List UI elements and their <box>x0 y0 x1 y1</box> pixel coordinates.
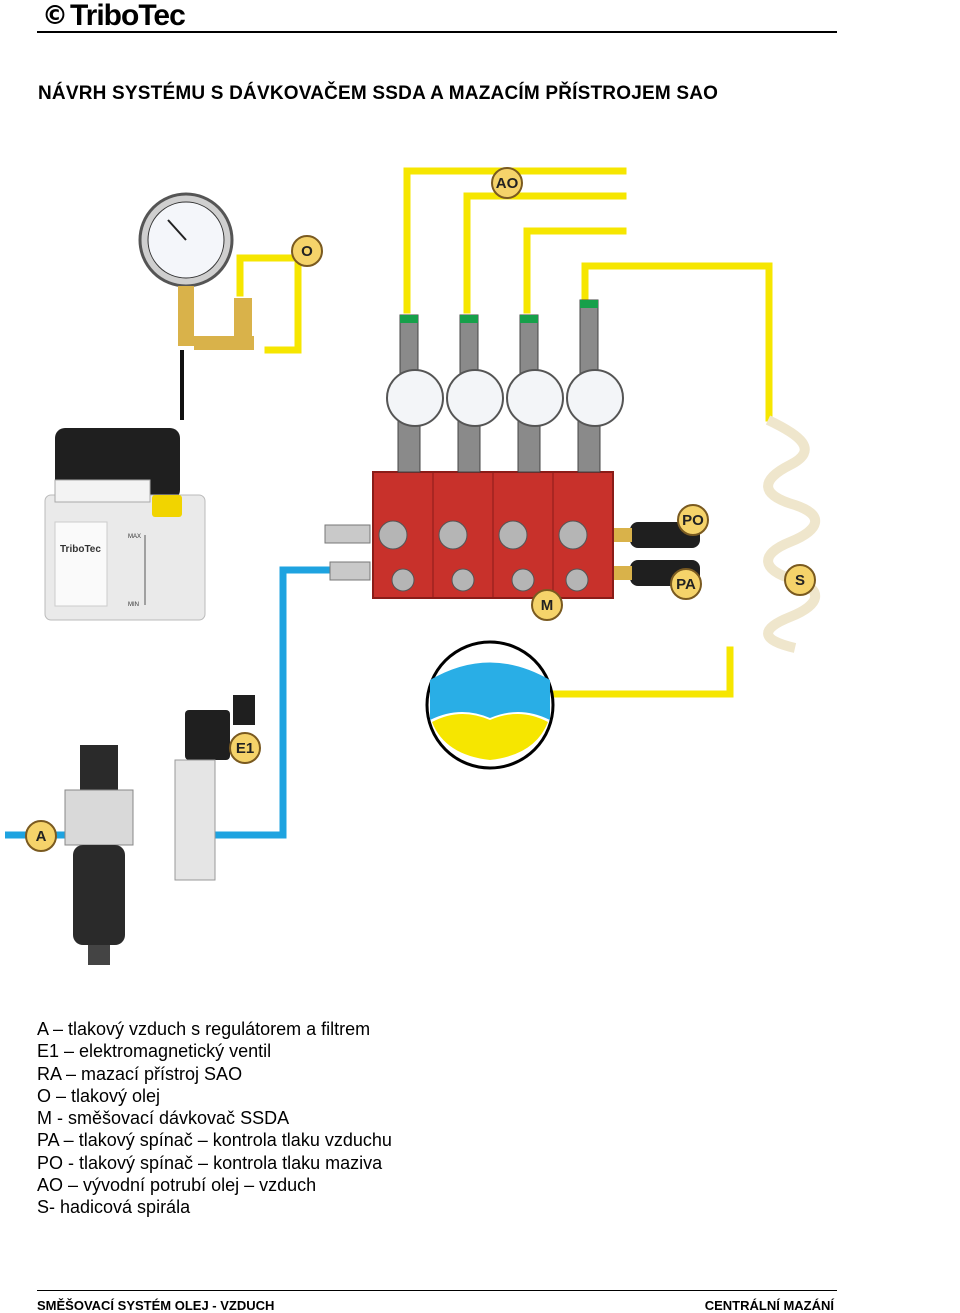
solenoid-valve <box>175 695 255 880</box>
legend-item: RA – mazací přístroj SAO <box>37 1063 392 1085</box>
legend-item: PO - tlakový spínač – kontrola tlaku maz… <box>37 1152 392 1174</box>
unit-brand: TriboTec <box>60 544 101 555</box>
dosing-block <box>373 300 623 598</box>
page-title: NÁVRH SYSTÉMU S DÁVKOVAČEM SSDA A MAZACÍ… <box>38 83 718 105</box>
air-filter-regulator <box>65 745 133 965</box>
badge-m: M <box>532 590 562 620</box>
spiral-return-line <box>553 650 730 694</box>
badge-s: S <box>785 565 815 595</box>
svg-text:O: O <box>301 243 313 260</box>
legend: A – tlakový vzduch s regulátorem a filtr… <box>37 1018 392 1219</box>
badge-po: PO <box>678 505 708 535</box>
ao-line-2 <box>467 196 623 310</box>
badge-ao: AO <box>492 168 522 198</box>
lubricator-unit: TriboTec MAX MIN <box>45 428 205 620</box>
air-line-valve <box>215 570 330 835</box>
badge-a: A <box>26 821 56 851</box>
footer-left: SMĚŠOVACÍ SYSTÉM OLEJ - VZDUCH <box>37 1298 274 1313</box>
copyright-icon: © <box>42 3 68 29</box>
svg-text:E1: E1 <box>236 740 254 757</box>
footer-rule <box>37 1290 837 1291</box>
tribotec-logo: © TriboTec <box>42 0 185 32</box>
svg-text:PO: PO <box>682 512 704 529</box>
air-inlet-fitting <box>330 562 370 580</box>
legend-item: A – tlakový vzduch s regulátorem a filtr… <box>37 1018 392 1040</box>
unit-max: MAX <box>128 534 141 540</box>
legend-item: O – tlakový olej <box>37 1085 392 1107</box>
system-diagram: TriboTec MAX MIN <box>0 150 860 1010</box>
svg-text:M: M <box>541 597 554 614</box>
svg-text:A: A <box>36 828 47 845</box>
legend-item: M - směšovací dávkovač SSDA <box>37 1107 392 1129</box>
hose-spiral <box>768 420 815 648</box>
ao-line-3 <box>527 231 623 310</box>
badge-o: O <box>292 236 322 266</box>
legend-item: E1 – elektromagnetický ventil <box>37 1040 392 1062</box>
oil-inlet-fitting <box>325 525 370 543</box>
svg-text:S: S <box>795 572 805 589</box>
oil-reservoir <box>427 642 553 768</box>
footer-right: CENTRÁLNÍ MAZÁNÍ <box>705 1298 834 1313</box>
legend-item: AO – vývodní potrubí olej – vzduch <box>37 1174 392 1196</box>
logo-text: TriboTec <box>70 1 185 31</box>
badge-pa: PA <box>671 569 701 599</box>
svg-text:PA: PA <box>676 576 696 593</box>
oil-pressure-gauge <box>140 194 254 420</box>
badge-e1: E1 <box>230 733 260 763</box>
legend-item: S- hadicová spirála <box>37 1196 392 1218</box>
unit-min: MIN <box>128 602 139 608</box>
legend-item: PA – tlakový spínač – kontrola tlaku vzd… <box>37 1129 392 1151</box>
svg-text:AO: AO <box>496 175 519 192</box>
header-rule <box>37 31 837 33</box>
